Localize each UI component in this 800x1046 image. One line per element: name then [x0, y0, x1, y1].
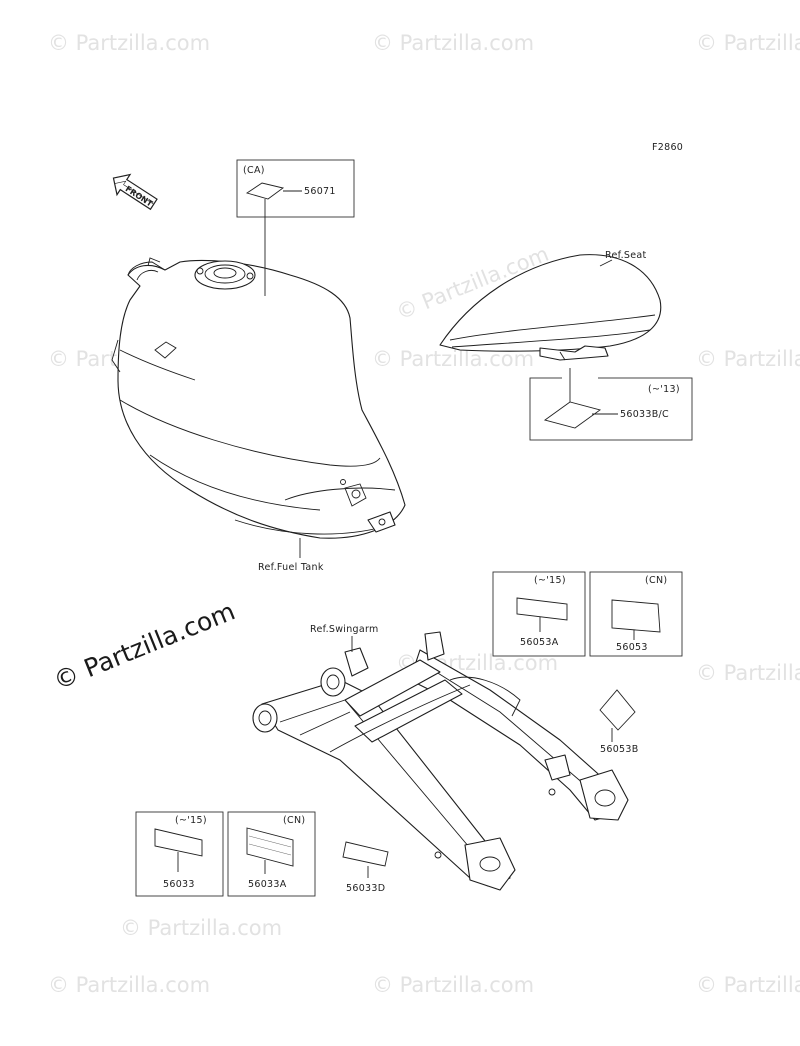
part-number-56033bc: 56033B/C	[620, 409, 669, 420]
decal-56053b	[599, 689, 636, 731]
watermark: © Partzilla.com	[696, 347, 800, 371]
fuel-tank	[111, 257, 406, 539]
callout-qualifier: (CN)	[645, 575, 667, 586]
callout-qualifier: (~'13)	[648, 384, 680, 395]
decal-56033d	[342, 841, 389, 867]
watermark-main: © Partzilla.com	[49, 596, 239, 695]
watermark: © Partzilla.com	[696, 661, 800, 685]
watermark: © Partzilla.com	[372, 31, 534, 55]
callout-box-56033bc	[529, 377, 693, 441]
callout-qualifier: (~'15)	[534, 575, 566, 586]
watermark: © Partzilla.com	[696, 31, 800, 55]
figure-code: F2860	[652, 142, 683, 153]
swingarm	[252, 631, 629, 891]
part-number-56071: 56071	[304, 186, 336, 197]
decal-56033bc	[543, 401, 602, 429]
decal-56033a	[246, 827, 294, 867]
part-number-56053b: 56053B	[600, 744, 639, 755]
watermark: © Partzilla.com	[372, 973, 534, 997]
decal-56053	[611, 599, 661, 633]
front-arrow-icon: FRONT	[112, 173, 158, 211]
part-number-56033a: 56033A	[248, 879, 287, 890]
callout-qualifier: (CN)	[283, 815, 305, 826]
callout-qualifier: (CA)	[243, 165, 265, 176]
decal-56053a	[516, 597, 568, 621]
watermark: © Partzilla.com	[48, 973, 210, 997]
seat	[439, 254, 662, 361]
part-number-56033d: 56033D	[346, 883, 385, 894]
ref-seat-label: Ref.Seat	[605, 250, 647, 261]
watermark: © Partzilla.com	[120, 916, 282, 940]
callout-box-56033	[135, 811, 224, 897]
watermark: © Partzilla.com	[48, 31, 210, 55]
watermark: © Partzilla.com	[696, 973, 800, 997]
part-number-56053a: 56053A	[520, 637, 559, 648]
part-number-56053: 56053	[616, 642, 648, 653]
callout-qualifier: (~'15)	[175, 815, 207, 826]
decal-56033	[154, 828, 203, 857]
ref-fuel-tank-label: Ref.Fuel Tank	[258, 562, 324, 573]
ref-swingarm-label: Ref.Swingarm	[310, 624, 379, 635]
decal-56071	[245, 182, 285, 200]
part-number-56033: 56033	[163, 879, 195, 890]
